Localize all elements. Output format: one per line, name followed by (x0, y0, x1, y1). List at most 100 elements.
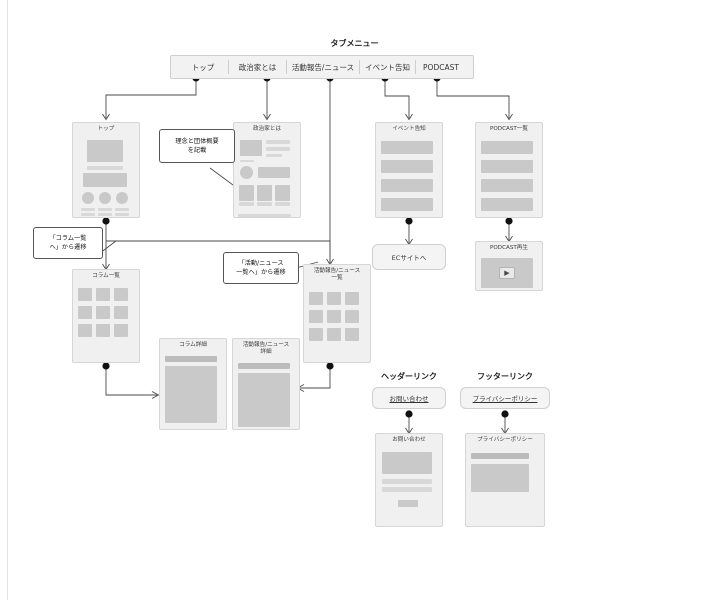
mock-bar (81, 207, 95, 211)
mock-bar (257, 201, 272, 206)
mock-tile (327, 309, 341, 323)
page-title-news-detail: 活動報告/ニュース 詳細 (242, 342, 290, 355)
mock-tile (114, 305, 128, 319)
mock-row (481, 159, 533, 173)
mock-row (481, 178, 533, 192)
mock-bar (165, 355, 217, 362)
mock-tile (78, 287, 92, 301)
mock-tile (96, 305, 110, 319)
tab-menu-caption: タブメニュー (330, 39, 379, 48)
mock-block (83, 172, 127, 187)
mock-tile (275, 184, 290, 201)
mock-row (381, 178, 433, 192)
tab-about[interactable]: 政治家とは (238, 62, 277, 72)
mock-tile (78, 323, 92, 337)
page-title-top: トップ (97, 126, 115, 132)
tab-separator (228, 60, 230, 74)
mock-footer (238, 213, 291, 217)
note-column: 「コラム一覧 へ」から遷移 (33, 227, 103, 259)
mock-block (258, 166, 290, 178)
page-title-event: イベント告知 (392, 126, 426, 132)
mock-tile (96, 323, 110, 337)
tab-separator (359, 60, 361, 74)
left-edge-divider (7, 0, 8, 600)
play-icon[interactable]: ▶ (499, 266, 515, 279)
note-news: 「活動/ニュース 一覧へ」から遷移 (223, 252, 299, 284)
mock-avatar (240, 165, 253, 179)
mock-bar (266, 153, 282, 157)
mock-bar (382, 486, 432, 492)
play-glyph: ▶ (504, 268, 510, 277)
page-card-podcast-list[interactable]: PODCAST一覧 (475, 122, 543, 218)
mock-tile (327, 327, 341, 341)
mock-tile (96, 287, 110, 301)
mock-tile (345, 327, 359, 341)
page-title-privacy: プライバシーポリシー (477, 437, 533, 443)
mock-bar (98, 207, 112, 211)
mock-row (481, 197, 533, 211)
page-card-contact[interactable]: お問い合わせ (375, 433, 443, 527)
tab-podcast[interactable]: PODCAST (423, 62, 459, 72)
tab-menu-bar[interactable]: トップ 政治家とは 活動報告/ニュース イベント告知 PODCAST (170, 55, 474, 79)
page-card-about[interactable]: 政治家とは (233, 122, 301, 218)
tab-event[interactable]: イベント告知 (365, 62, 410, 72)
mock-circle (116, 191, 128, 204)
mock-bar (115, 207, 129, 211)
mock-tile (309, 291, 323, 305)
mock-bar (266, 146, 290, 151)
mock-content (238, 372, 290, 427)
mock-bar (87, 165, 123, 170)
mock-tile (114, 323, 128, 337)
page-card-privacy[interactable]: プライバシーポリシー (465, 433, 545, 527)
tab-separator (414, 60, 416, 74)
tab-top[interactable]: トップ (191, 62, 215, 72)
mock-circle (99, 191, 111, 204)
privacy-link-label: プライバシーポリシー (472, 395, 538, 403)
page-card-podcast-play[interactable]: PODCAST再生 ▶ (475, 241, 543, 291)
page-title-podcast-play: PODCAST再生 (490, 245, 528, 251)
page-card-column-list[interactable]: コラム一覧 (72, 269, 140, 363)
mock-tile (78, 305, 92, 319)
header-link-contact[interactable]: お問い合わせ (372, 387, 446, 409)
page-title-column-detail: コラム詳細 (179, 342, 207, 348)
mock-tile (114, 287, 128, 301)
mock-circle (82, 191, 94, 204)
page-card-event[interactable]: イベント告知 (375, 122, 443, 218)
external-link-ec-site[interactable]: ECサイトへ (372, 244, 446, 270)
page-card-news-detail[interactable]: 活動報告/ニュース 詳細 (232, 338, 300, 430)
mock-bar (471, 452, 529, 459)
mock-bar (382, 478, 432, 484)
page-card-top[interactable]: トップ (72, 122, 140, 218)
page-title-contact: お問い合わせ (392, 437, 426, 443)
mock-bar (81, 212, 95, 216)
group-label-footer-link: フッターリンク (477, 372, 533, 381)
mock-tile (309, 309, 323, 323)
tab-separator (285, 60, 287, 74)
page-card-news-list[interactable]: 活動報告/ニュース 一覧 (303, 264, 371, 363)
page-title-podcast-list: PODCAST一覧 (490, 126, 528, 132)
mock-bar (98, 212, 112, 216)
mock-bar (239, 201, 254, 206)
mock-content (165, 365, 217, 423)
mock-tile (345, 309, 359, 323)
mock-tile (239, 184, 254, 201)
group-label-header-link: ヘッダーリンク (381, 372, 437, 381)
mock-image (240, 139, 262, 156)
footer-link-privacy[interactable]: プライバシーポリシー (460, 387, 550, 409)
page-title-about: 政治家とは (253, 126, 281, 132)
tab-news[interactable]: 活動報告/ニュース (291, 62, 355, 72)
ec-site-label: ECサイトへ (391, 254, 427, 262)
mock-bar (240, 159, 254, 162)
note-about: 理念と団体概要 を記載 (159, 129, 235, 163)
mock-tile (309, 327, 323, 341)
mock-hero-image (87, 139, 123, 162)
mock-bar (238, 362, 290, 369)
page-card-column-detail[interactable]: コラム詳細 (159, 338, 227, 430)
page-title-news-list: 活動報告/ニュース 一覧 (313, 268, 361, 281)
mock-row (381, 140, 433, 154)
mock-bar (115, 212, 129, 216)
mock-content (471, 463, 529, 492)
mock-block (382, 451, 432, 474)
mock-submit-button (398, 499, 418, 507)
